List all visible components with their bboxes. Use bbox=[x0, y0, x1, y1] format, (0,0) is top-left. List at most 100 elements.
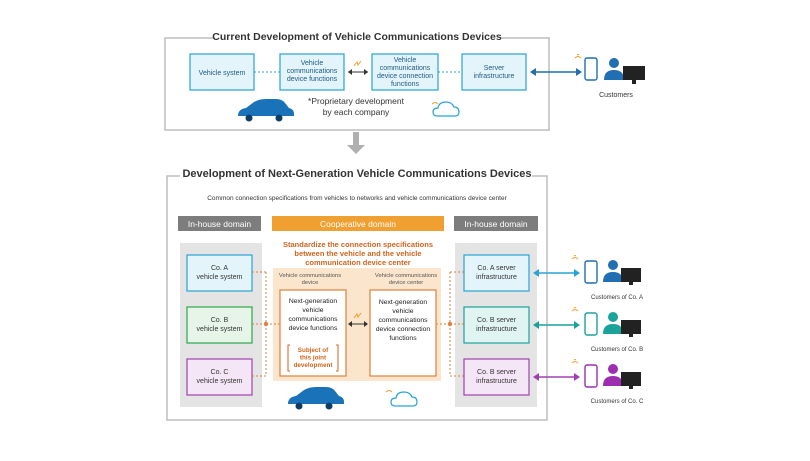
cloud-icon bbox=[385, 390, 418, 407]
wireless-icon bbox=[353, 60, 362, 67]
text-line: Standardize the connection specification… bbox=[283, 240, 433, 249]
signal-icon bbox=[571, 307, 579, 312]
text-line: device functions bbox=[289, 325, 338, 332]
phone-icon bbox=[584, 312, 598, 336]
company-vehicle-box bbox=[186, 306, 253, 344]
text-line: device bbox=[302, 280, 319, 286]
customers-label: Customers bbox=[599, 92, 633, 99]
monitor-stand bbox=[629, 334, 633, 337]
server-box bbox=[463, 358, 530, 396]
left-domain-badge bbox=[178, 216, 261, 231]
text-line: Server bbox=[484, 65, 505, 72]
coop-arrowheads bbox=[348, 321, 368, 327]
car-icon bbox=[288, 387, 344, 410]
text-line: device connection bbox=[376, 326, 431, 333]
standardize-text: Standardize the connection specification… bbox=[283, 240, 433, 267]
text-line: Co. B bbox=[211, 317, 229, 324]
text-line: vehicle bbox=[392, 308, 413, 315]
text-line: between the vehicle and the vehicle bbox=[294, 249, 421, 258]
text-line: Subject of bbox=[298, 347, 329, 354]
server-box bbox=[461, 53, 527, 91]
text-line: infrastructure bbox=[476, 274, 517, 281]
person-body bbox=[603, 376, 623, 386]
server-label: Co. A server infrastructure bbox=[476, 265, 517, 281]
monitor-stand bbox=[629, 386, 633, 389]
text-line: device center bbox=[389, 280, 424, 286]
text-line: Next-generation bbox=[289, 298, 338, 305]
text-line: *Proprietary development bbox=[308, 96, 405, 106]
person-icon bbox=[608, 260, 618, 270]
text-line: this joint bbox=[300, 355, 327, 362]
text-line: vehicle system bbox=[197, 378, 243, 385]
cooperative-domain-label: Cooperative domain bbox=[320, 219, 396, 229]
signal-icon bbox=[571, 255, 579, 260]
vehicle-system-box bbox=[189, 53, 255, 91]
text-line: infrastructure bbox=[476, 378, 517, 385]
monitor-stand bbox=[629, 282, 633, 285]
connection-functions-box bbox=[371, 53, 439, 91]
text-line: Co. B server bbox=[477, 369, 517, 376]
monitor-icon bbox=[621, 320, 641, 334]
person-body bbox=[603, 272, 623, 282]
right-domain-label: In-house domain bbox=[464, 219, 528, 229]
signal-icon bbox=[571, 359, 579, 364]
text-line: functions bbox=[389, 335, 417, 342]
device-functions-box bbox=[279, 53, 345, 91]
junction-dot bbox=[263, 321, 269, 327]
next-gen-functions-label: Next-generation vehicle communications devi… bbox=[288, 298, 338, 332]
text-line: Vehicle communications bbox=[279, 273, 341, 279]
phone-icon bbox=[584, 364, 598, 388]
person-icon bbox=[608, 312, 618, 322]
text-line: Vehicle system bbox=[199, 70, 246, 77]
subject-brackets bbox=[287, 344, 339, 372]
phone-icon bbox=[584, 260, 598, 284]
text-line: communications bbox=[380, 65, 431, 72]
text-line: Co. C bbox=[211, 369, 229, 376]
next-gen-title-bg bbox=[180, 165, 532, 181]
server-box bbox=[463, 306, 530, 344]
customers-label: Customers of Co. A bbox=[591, 295, 643, 301]
monitor-icon bbox=[621, 372, 641, 386]
next-gen-title: Development of Next-Generation Vehicle C… bbox=[182, 168, 531, 180]
monitor-icon bbox=[621, 268, 641, 282]
current-title: Current Development of Vehicle Communica… bbox=[212, 31, 502, 43]
text-line: functions bbox=[391, 81, 420, 88]
text-line: communications bbox=[288, 316, 338, 323]
car-icon bbox=[238, 99, 294, 122]
cloud-icon bbox=[431, 101, 460, 117]
right-domain-badge bbox=[454, 216, 538, 231]
left-domain-label: In-house domain bbox=[188, 219, 252, 229]
text-line: by each company bbox=[323, 107, 390, 117]
cooperative-domain-badge bbox=[272, 216, 444, 231]
text-line: infrastructure bbox=[474, 73, 515, 80]
company-vehicle-box bbox=[186, 254, 253, 292]
text-line: Vehicle bbox=[301, 60, 324, 67]
server-label: Co. B server infrastructure bbox=[476, 369, 517, 385]
text-line: device connection bbox=[377, 73, 433, 80]
text-line: Co. A server bbox=[477, 265, 516, 272]
customer-arrowheads bbox=[530, 68, 582, 76]
vehicle-system-label: Vehicle system bbox=[199, 70, 246, 77]
text-line: development bbox=[294, 362, 334, 369]
text-line: vehicle bbox=[302, 307, 323, 314]
text-line: Next-generation bbox=[379, 299, 428, 306]
text-line: device functions bbox=[287, 76, 338, 83]
current-title-bg bbox=[215, 28, 501, 44]
text-line: communications bbox=[287, 68, 338, 75]
junction-dot bbox=[447, 321, 453, 327]
person-icon bbox=[604, 58, 624, 80]
customers-label: Customers of Co. B bbox=[591, 347, 643, 353]
phone-icon bbox=[584, 57, 598, 81]
text-line: infrastructure bbox=[476, 326, 517, 333]
